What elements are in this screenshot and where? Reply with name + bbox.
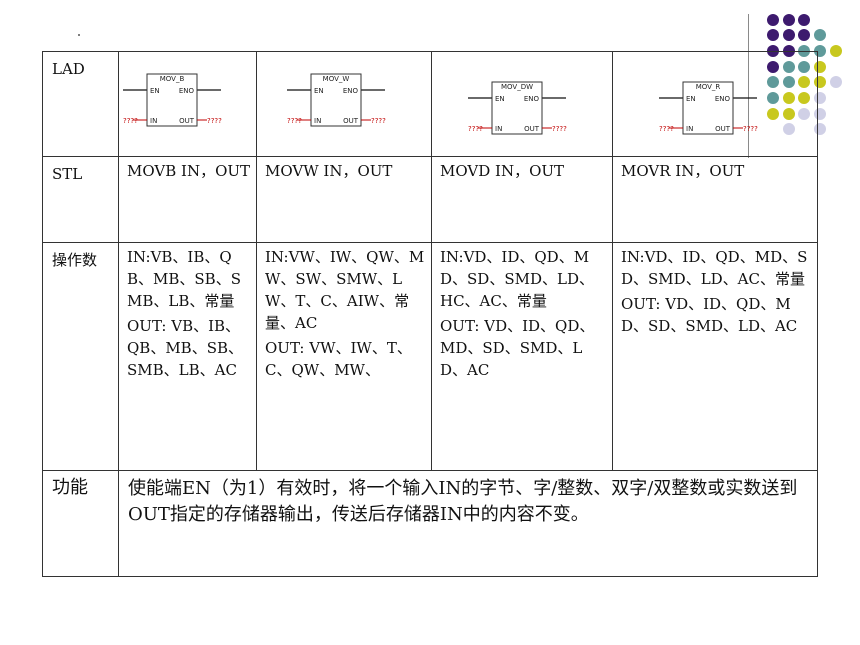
en-label: EN [495, 95, 505, 103]
out-label: OUT [179, 117, 195, 125]
block-box [310, 73, 362, 127]
operands-out: OUT: VD、ID、QD、MD、SD、SMD、LD、AC [440, 317, 595, 379]
stl-label: STL [42, 156, 119, 243]
block-box [491, 81, 543, 135]
en-label: EN [686, 95, 696, 103]
operands-in: IN:VB、IB、QB、MB、SB、SMB、LB、常量 [127, 248, 241, 310]
operands-label: 操作数 [42, 242, 119, 471]
eno-label: ENO [715, 95, 731, 103]
operands-movw: IN:VW、IW、QW、MW、SW、SMW、LW、T、C、AIW、常量、AC O… [256, 242, 432, 471]
decorative-dot [783, 14, 795, 26]
stl-movw: MOVW IN，OUT [256, 156, 432, 243]
operands-in: IN:VD、ID、QD、MD、SD、SMD、LD、HC、AC、常量 [440, 248, 594, 310]
in-label: IN [686, 125, 693, 133]
function-label: 功能 [42, 470, 119, 577]
lad-block-mov-dw: MOV_DW EN ENO IN OUT???????? [468, 80, 568, 138]
eno-label: ENO [524, 95, 540, 103]
eno-label: ENO [343, 87, 359, 95]
block-title: MOV_DW [501, 83, 533, 91]
function-description: 使能端EN（为1）有效时，将一个输入IN的字节、字/整数、双字/双整数或实数送到… [118, 470, 818, 577]
mov-block-svg: MOV_W EN ENO IN OUT???????? [287, 73, 386, 127]
mov-block-svg: MOV_BEN ENO IN OUT???????? [123, 73, 222, 127]
lad-block-mov-w: MOV_W EN ENO IN OUT???????? [287, 72, 387, 130]
function-row: 功能 使能端EN（为1）有效时，将一个输入IN的字节、字/整数、双字/双整数或实… [42, 470, 818, 577]
decorative-dot [830, 76, 842, 88]
out-label: OUT [715, 125, 731, 133]
operands-in: IN:VW、IW、QW、MW、SW、SMW、LW、T、C、AIW、常量、AC [265, 248, 425, 332]
stl-movr: MOVR IN，OUT [612, 156, 818, 243]
in-placeholder: ???? [659, 125, 674, 133]
operands-movb: IN:VB、IB、QB、MB、SB、SMB、LB、常量 OUT: VB、IB、Q… [118, 242, 257, 471]
lad-cell-movd: MOV_DW EN ENO IN OUT???????? [431, 51, 613, 157]
decorative-dot [767, 14, 779, 26]
stl-movd: MOVD IN，OUT [431, 156, 613, 243]
mov-block-svg: MOV_REN ENO IN OUT???????? [659, 81, 758, 135]
in-placeholder: ???? [123, 117, 138, 125]
in-label: IN [495, 125, 502, 133]
lad-cell-movw: MOV_W EN ENO IN OUT???????? [256, 51, 432, 157]
decorative-dot [830, 45, 842, 57]
en-label: EN [150, 87, 160, 95]
decorative-dot [814, 29, 826, 41]
out-placeholder: ???? [207, 117, 222, 125]
operands-out: OUT: VD、ID、QD、MD、SD、SMD、LD、AC [621, 295, 798, 335]
out-label: OUT [343, 117, 359, 125]
operands-out: OUT: VW、IW、T、C、QW、MW、 [265, 339, 412, 379]
operands-in: IN:VD、ID、QD、MD、SD、SMD、LD、AC、常量 [621, 248, 808, 288]
in-label: IN [314, 117, 321, 125]
stray-dot [78, 34, 80, 36]
out-placeholder: ???? [371, 117, 386, 125]
decorative-dot [798, 29, 810, 41]
block-title: MOV_W [323, 75, 350, 83]
lad-label: LAD [42, 51, 119, 157]
block-box [682, 81, 734, 135]
block-title: MOV_B [160, 75, 185, 83]
stl-row: STL MOVB IN，OUT MOVW IN，OUT MOVD IN，OUT … [42, 156, 818, 243]
operands-row: 操作数 IN:VB、IB、QB、MB、SB、SMB、LB、常量 OUT: VB、… [42, 242, 818, 471]
operands-movr: IN:VD、ID、QD、MD、SD、SMD、LD、AC、常量 OUT: VD、I… [612, 242, 818, 471]
in-placeholder: ???? [287, 117, 302, 125]
out-placeholder: ???? [743, 125, 758, 133]
in-label: IN [150, 117, 157, 125]
stl-movb: MOVB IN，OUT [118, 156, 257, 243]
decorative-dot [767, 29, 779, 41]
en-label: EN [314, 87, 324, 95]
out-label: OUT [524, 125, 540, 133]
decorative-dot [783, 29, 795, 41]
out-placeholder: ???? [552, 125, 567, 133]
decorative-dot [798, 14, 810, 26]
eno-label: ENO [179, 87, 195, 95]
block-title: MOV_R [696, 83, 721, 91]
operands-out: OUT: VB、IB、QB、MB、SB、SMB、LB、AC [127, 317, 244, 379]
block-box [146, 73, 198, 127]
mov-block-svg: MOV_DW EN ENO IN OUT???????? [468, 81, 567, 135]
in-placeholder: ???? [468, 125, 483, 133]
operands-movd: IN:VD、ID、QD、MD、SD、SMD、LD、HC、AC、常量 OUT: V… [431, 242, 613, 471]
